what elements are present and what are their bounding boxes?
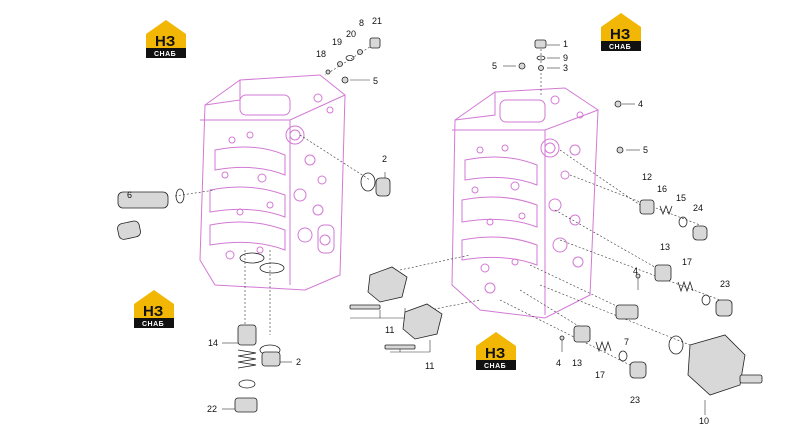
callout-14: 14: [208, 338, 218, 348]
callout-7: 7: [624, 337, 629, 347]
logo-sub: СНАБ: [142, 321, 164, 328]
callout-4-mid: 4: [633, 266, 638, 276]
callout-23-lower: 23: [630, 395, 640, 405]
brand-logo-mid-left: НЗ СНАБ: [134, 290, 174, 328]
callout-5-top: 5: [492, 61, 497, 71]
callout-13-lower: 13: [572, 358, 582, 368]
logo-sub: СНАБ: [609, 44, 631, 51]
callout-11-upper: 11: [385, 325, 394, 335]
callout-4-top: 4: [638, 99, 643, 109]
callout-2-lower: 2: [296, 357, 301, 367]
callout-2-left: 2: [382, 154, 387, 164]
leader-lines: [174, 44, 721, 415]
callout-20: 20: [346, 29, 356, 39]
callout-19: 19: [332, 37, 342, 47]
parts-right: [349, 39, 763, 396]
callout-10: 10: [699, 416, 709, 426]
logo-mark: НЗ: [485, 345, 505, 362]
parts-left: [117, 37, 391, 413]
callout-17-upper: 17: [682, 257, 692, 267]
logo-mark: НЗ: [143, 303, 163, 320]
callout-labels: 21 8 20 19 18 5 2 6 14 2 22 1 9 3 5 4 5 …: [127, 16, 730, 426]
callout-12: 12: [642, 172, 652, 182]
logo-mark: НЗ: [610, 26, 630, 43]
callout-16: 16: [657, 184, 667, 194]
callout-4-lower: 4: [556, 358, 561, 368]
callout-13-upper: 13: [660, 242, 670, 252]
brand-logo-bottom-center: НЗ СНАБ: [476, 332, 516, 370]
callout-15: 15: [676, 193, 686, 203]
callout-8: 8: [359, 18, 364, 28]
brand-logo-top-right: НЗ СНАБ: [601, 13, 641, 51]
right-valve-housing: [451, 87, 599, 319]
callout-9: 9: [563, 53, 568, 63]
callout-1: 1: [563, 39, 568, 49]
callout-24: 24: [693, 203, 703, 213]
callout-21: 21: [372, 16, 382, 26]
callout-22: 22: [207, 404, 217, 414]
callout-11-lower: 11: [425, 361, 434, 371]
callout-17-lower: 17: [595, 370, 605, 380]
callout-5-right: 5: [643, 145, 648, 155]
brand-logo-top-left: НЗ СНАБ: [146, 20, 186, 58]
callout-23-upper: 23: [720, 279, 730, 289]
callout-6: 6: [127, 190, 132, 200]
callout-3: 3: [563, 63, 568, 73]
callout-18: 18: [316, 49, 326, 59]
left-valve-housing: [199, 74, 346, 291]
callout-5-left: 5: [373, 76, 378, 86]
logo-sub: СНАБ: [484, 363, 506, 370]
logo-mark: НЗ: [155, 33, 175, 50]
logo-sub: СНАБ: [154, 51, 176, 58]
